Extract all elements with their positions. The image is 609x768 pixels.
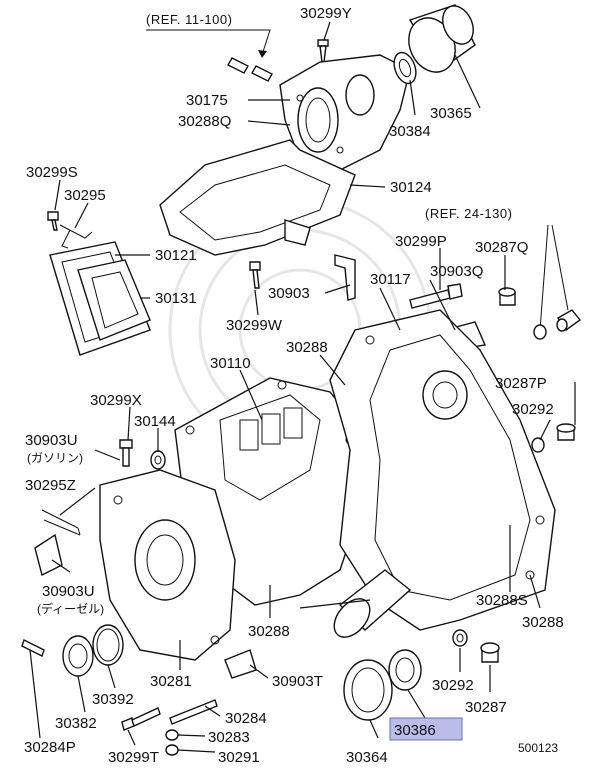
label-30903Q[interactable]: 30903Q [430, 263, 483, 280]
leader-lines [29, 21, 576, 753]
clip-30295[interactable] [59, 224, 93, 249]
ref-top-callout: (REF. 11-100) [146, 12, 271, 58]
stud-30284[interactable] [169, 699, 218, 725]
label-30288-right[interactable]: 30288 [522, 614, 564, 631]
label-30365[interactable]: 30365 [430, 105, 472, 122]
label-30299S[interactable]: 30299S [26, 164, 78, 181]
plug-30287[interactable] [480, 642, 500, 663]
label-30281[interactable]: 30281 [150, 673, 192, 690]
label-30299W[interactable]: 30299W [226, 317, 283, 334]
label-30175[interactable]: 30175 [186, 92, 228, 109]
o-ring-sensor[interactable] [533, 324, 547, 340]
label-30299T[interactable]: 30299T [108, 749, 159, 766]
plug-30287P[interactable] [556, 423, 576, 441]
label-30288S[interactable]: 30288S [476, 592, 528, 609]
label-30144[interactable]: 30144 [134, 413, 176, 430]
extension-housing[interactable] [279, 54, 411, 171]
label-30117[interactable]: 30117 [370, 271, 411, 288]
label-30903[interactable]: 30903 [268, 285, 310, 302]
washer-30144[interactable] [150, 450, 166, 470]
label-30386[interactable]: 30386 [394, 722, 436, 739]
label-30292-right[interactable]: 30292 [512, 401, 554, 418]
label-30284P[interactable]: 30284P [24, 739, 76, 756]
bolt-30299P[interactable] [409, 283, 463, 309]
label-30295[interactable]: 30295 [64, 187, 106, 204]
case-half-30117[interactable] [329, 309, 556, 631]
oil-seal-30384[interactable] [390, 50, 420, 87]
bolt-30299S[interactable] [47, 211, 59, 231]
label-30299X[interactable]: 30299X [90, 392, 142, 409]
label-30288-top[interactable]: 30288 [286, 339, 328, 356]
seal-30382[interactable] [62, 635, 94, 677]
washer-30292-bottom[interactable] [452, 629, 468, 647]
bolt-30299T[interactable] [121, 707, 161, 731]
label-30295Z[interactable]: 30295Z [25, 477, 76, 494]
bolt-30299W[interactable] [249, 261, 261, 289]
label-30384[interactable]: 30384 [389, 123, 431, 140]
output-neck[interactable] [327, 569, 412, 644]
label-30392[interactable]: 30392 [92, 691, 134, 708]
label-30284[interactable]: 30284 [225, 710, 267, 727]
nut-30283[interactable] [165, 729, 179, 741]
label-30287P[interactable]: 30287P [495, 375, 547, 392]
ref-right-callout: (REF. 24-130) [425, 206, 569, 331]
bolt-30299X[interactable] [119, 439, 133, 467]
label-30288Q[interactable]: 30288Q [178, 113, 231, 130]
label-30287Q[interactable]: 30287Q [475, 239, 528, 256]
highlight-box-30386 [389, 717, 463, 741]
bolt-30299Y[interactable] [317, 39, 329, 63]
bracket-30903U-diesel[interactable] [34, 533, 63, 577]
oil-seal-30386[interactable] [388, 649, 422, 691]
cover-plate-30124[interactable] [159, 139, 356, 256]
label-30364[interactable]: 30364 [346, 749, 388, 766]
label-30299P[interactable]: 30299P [395, 233, 447, 250]
label-30903U-diesel[interactable]: 30903U [42, 583, 95, 600]
diagram-id: 500123 [518, 741, 558, 755]
front-housing-30281[interactable] [99, 469, 236, 661]
stud-30284P[interactable] [21, 639, 45, 657]
label-30124[interactable]: 30124 [390, 179, 432, 196]
label-30292-bottom[interactable]: 30292 [432, 677, 474, 694]
label-30288-mid[interactable]: 30288 [248, 623, 290, 640]
label-30121[interactable]: 30121 [155, 247, 197, 264]
label-30299Y[interactable]: 30299Y [300, 5, 352, 22]
label-30903U-gasoline-note: (ガソリン) [27, 451, 83, 465]
label-30291[interactable]: 30291 [218, 749, 260, 766]
label-30131[interactable]: 30131 [155, 290, 197, 307]
label-30903U-diesel-note: (ディーゼル) [37, 601, 104, 616]
washer-30292-right[interactable] [531, 437, 545, 453]
label-30903U-gasoline[interactable]: 30903U [25, 432, 78, 449]
plug-30287Q[interactable] [498, 287, 516, 306]
label-30110[interactable]: 30110 [210, 355, 251, 372]
cover-plate-30131[interactable] [77, 259, 151, 341]
washer-30291[interactable] [165, 744, 179, 756]
dowel-pin-top[interactable] [227, 57, 273, 82]
bracket-30903[interactable] [334, 254, 356, 301]
speed-sensor[interactable] [556, 309, 582, 332]
label-30283[interactable]: 30283 [208, 729, 250, 746]
part-labels: 30299Y 30365 30175 30288Q 30384 30299S 3… [24, 5, 564, 766]
bracket-30903T[interactable] [224, 649, 257, 679]
clip-30295Z[interactable] [41, 509, 81, 536]
dust-cover-30364[interactable] [343, 659, 393, 721]
label-30382[interactable]: 30382 [55, 715, 97, 732]
label-30903T[interactable]: 30903T [272, 673, 323, 690]
dust-boot-30365[interactable] [400, 1, 479, 80]
ref-top-label: (REF. 11-100) [146, 12, 232, 27]
label-30287[interactable]: 30287 [465, 699, 507, 716]
o-ring-30392[interactable] [92, 624, 124, 666]
ref-right-label: (REF. 24-130) [425, 206, 512, 221]
